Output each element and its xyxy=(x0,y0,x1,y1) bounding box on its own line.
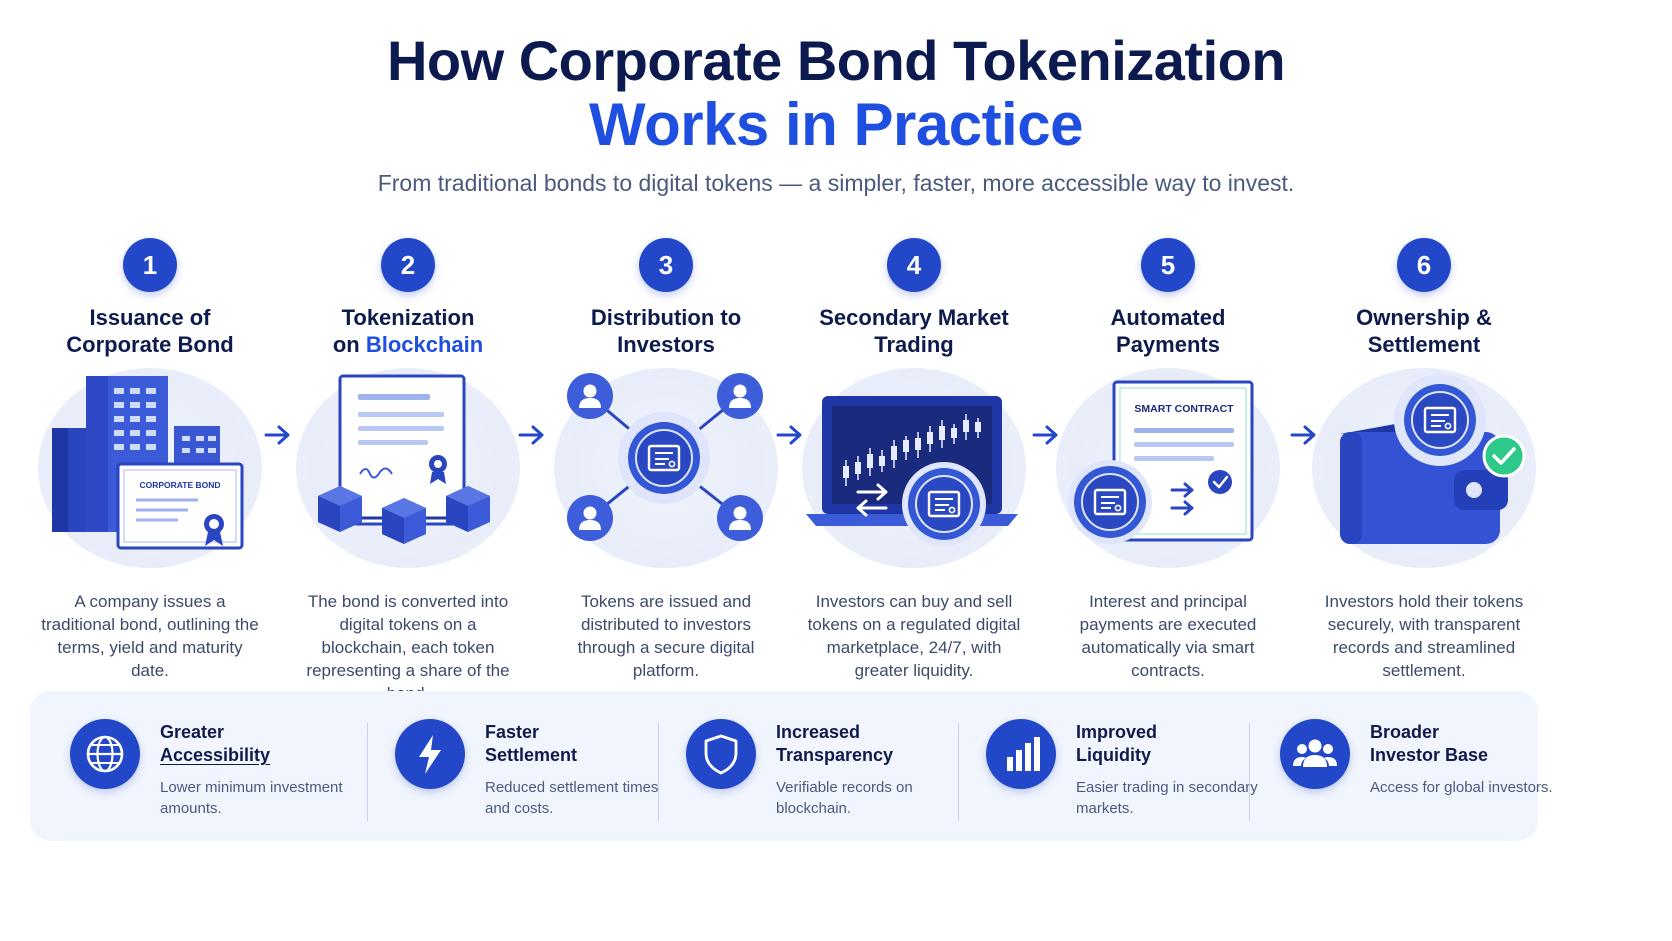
step-1: 1 Issuance of Corporate Bond xyxy=(30,238,270,682)
step-title-line-2: Investors xyxy=(617,332,715,357)
arrow-right-icon xyxy=(1290,425,1316,445)
benefit-greater-accessibility: Greater Accessibility Lower minimum inve… xyxy=(70,691,370,841)
benefit-title: Increased Transparency xyxy=(776,721,976,767)
smart-contract-label: SMART CONTRACT xyxy=(1134,403,1234,415)
benefit-broader-investor-base: Broader Investor Base Access for global … xyxy=(1280,691,1553,841)
digital-wallet-icon xyxy=(1312,368,1536,568)
step-title-line-2-prefix: on xyxy=(332,332,366,357)
benefit-description: Lower minimum investment amounts. xyxy=(160,779,343,817)
benefit-title: Greater Accessibility xyxy=(160,721,360,767)
benefit-title: Broader Investor Base xyxy=(1370,721,1570,767)
step-title: Ownership & Settlement xyxy=(1304,304,1544,360)
benefit-title-line-2: Liquidity xyxy=(1076,745,1151,765)
benefits-panel: Greater Accessibility Lower minimum inve… xyxy=(30,691,1553,841)
step-number-badge: 6 xyxy=(1397,238,1451,292)
step-title-line-1: Ownership & xyxy=(1356,305,1492,330)
step-title-line-2: Trading xyxy=(874,332,954,357)
benefit-title-line-2: Transparency xyxy=(776,745,894,765)
page-subtitle: From traditional bonds to digital tokens… xyxy=(377,170,1295,196)
benefit-increased-transparency: Increased Transparency Verifiable record… xyxy=(686,691,976,841)
step-title-line-2: Corporate Bond xyxy=(66,332,234,357)
step-3: 3 Distribution to Investors Tokens are i… xyxy=(546,238,786,682)
token-network-icon xyxy=(554,368,778,568)
step-description: Investors can buy and sell tokens on a r… xyxy=(807,592,1021,680)
step-description: Investors hold their tokens securely, wi… xyxy=(1324,592,1524,680)
arrow-right-icon xyxy=(776,425,802,445)
benefit-title: Improved Liquidity xyxy=(1076,721,1276,767)
arrow-right-icon xyxy=(518,425,544,445)
benefit-title-line-2: Investor Base xyxy=(1370,745,1489,765)
benefit-divider xyxy=(367,723,368,821)
step-description: Interest and principal payments are exec… xyxy=(1079,592,1257,680)
bond-certificate-blockchain-icon xyxy=(296,368,520,568)
bar-chart-icon xyxy=(986,719,1056,789)
shield-icon xyxy=(686,719,756,789)
step-title-line-1: Issuance of xyxy=(89,305,211,330)
step-description: Tokens are issued and distributed to inv… xyxy=(577,592,755,680)
step-title: Automated Payments xyxy=(1048,304,1288,360)
step-number-badge: 3 xyxy=(639,238,693,292)
page-title-line-2: Works in Practice xyxy=(589,91,1083,158)
office-building-icon: CORPORATE BOND xyxy=(38,368,262,568)
benefit-title-line-2: Settlement xyxy=(485,745,578,765)
benefit-divider xyxy=(658,723,659,821)
step-title-line-1: Tokenization xyxy=(341,305,475,330)
step-title-line-2-accent: Blockchain xyxy=(365,332,484,357)
step-title: Distribution to Investors xyxy=(546,304,786,360)
step-number-badge: 2 xyxy=(381,238,435,292)
laptop-trading-chart-icon xyxy=(802,368,1026,568)
page-title-line-1: How Corporate Bond Tokenization xyxy=(386,29,1286,92)
step-title-line-2: Settlement xyxy=(1367,332,1481,357)
users-group-icon xyxy=(1280,719,1350,789)
benefit-description: Verifiable records on blockchain. xyxy=(776,779,913,817)
step-title-line-1: Distribution to xyxy=(590,305,742,330)
benefit-improved-liquidity: Improved Liquidity Easier trading in sec… xyxy=(986,691,1276,841)
benefit-description: Access for global investors. xyxy=(1370,779,1553,796)
benefit-description: Reduced settlement times and costs. xyxy=(485,779,659,817)
step-2: 2 Tokenization on Blockchain xyxy=(288,238,528,705)
arrow-right-icon xyxy=(264,425,290,445)
benefit-title: Faster Settlement xyxy=(485,721,685,767)
step-6: 6 Ownership & Settlement Investors hold … xyxy=(1304,238,1544,682)
benefit-divider xyxy=(1249,723,1250,821)
benefit-title-line-1: Broader xyxy=(1370,722,1440,742)
arrow-right-icon xyxy=(1032,425,1058,445)
smart-contract-icon: SMART CONTRACT xyxy=(1056,368,1280,568)
step-title-line-2: Payments xyxy=(1116,332,1220,357)
step-title: Issuance of Corporate Bond xyxy=(30,304,270,360)
step-title-line-1: Secondary Market xyxy=(819,305,1009,330)
benefit-divider xyxy=(958,723,959,821)
benefit-title-line-1: Improved xyxy=(1076,722,1158,742)
step-title: Secondary Market Trading xyxy=(794,304,1034,360)
benefit-title-line-1: Increased xyxy=(776,722,861,742)
step-description: The bond is converted into digital token… xyxy=(306,592,510,703)
benefit-title-line-2: Accessibility xyxy=(160,745,271,765)
step-title: Tokenization on Blockchain xyxy=(288,304,528,360)
benefit-title-line-1: Faster xyxy=(485,722,540,742)
step-number-badge: 5 xyxy=(1141,238,1195,292)
step-4: 4 Secondary Market Trading xyxy=(794,238,1034,682)
lightning-bolt-icon xyxy=(395,719,465,789)
benefit-faster-settlement: Faster Settlement Reduced settlement tim… xyxy=(395,691,685,841)
corporate-bond-label: CORPORATE BOND xyxy=(139,480,220,490)
step-number-badge: 4 xyxy=(887,238,941,292)
benefit-title-line-1: Greater xyxy=(160,722,225,742)
step-5: 5 Automated Payments SMART CONTRACT Inte… xyxy=(1048,238,1288,682)
step-title-line-1: Automated xyxy=(1110,305,1226,330)
step-description: A company issues a traditional bond, out… xyxy=(41,592,259,680)
globe-icon xyxy=(70,719,140,789)
step-number-badge: 1 xyxy=(123,238,177,292)
benefit-description: Easier trading in secondary markets. xyxy=(1076,779,1258,817)
